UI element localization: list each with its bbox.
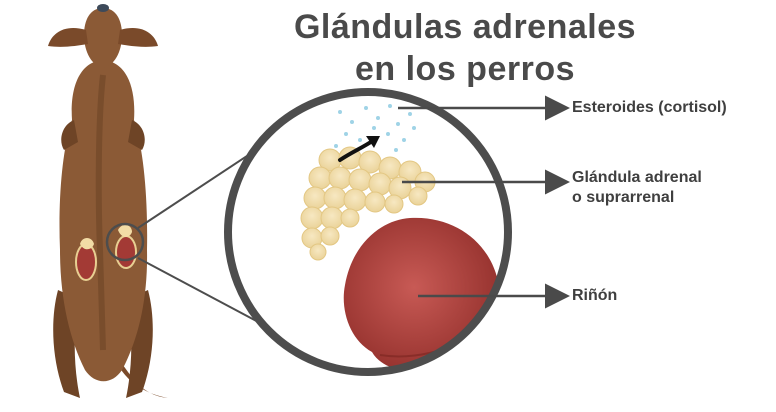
title-line-1: Glándulas adrenales <box>293 8 637 46</box>
dog-head <box>84 8 122 68</box>
dog-nose <box>97 4 109 12</box>
title-line-2: en los perros <box>354 50 575 88</box>
dog-kidney-left <box>75 243 97 281</box>
dog-spine-shading <box>95 74 106 351</box>
label-kidney: Riñón <box>572 287 618 304</box>
dog-illustration <box>48 4 168 398</box>
dog-ear-left <box>48 27 88 47</box>
label-adrenal-line-2: o suprarrenal <box>572 189 675 206</box>
dog-front-legs <box>61 120 145 150</box>
dog-ear-right <box>118 27 158 47</box>
diagram-title: Glándulas adrenales en los perros <box>250 6 680 90</box>
dog-focus-ring <box>105 222 145 262</box>
label-steroids: Esteroides (cortisol) <box>572 99 727 116</box>
secretion-arrow-head <box>366 136 380 148</box>
magnifier-ring <box>224 88 512 376</box>
label-adrenal-line-1: Glándula adrenal <box>572 169 702 186</box>
adrenal-gland-cluster <box>300 146 436 261</box>
steroid-particles <box>334 104 416 152</box>
zoom-connector-top <box>137 149 257 229</box>
dog-gland-left <box>80 238 94 250</box>
dog-body <box>59 60 148 382</box>
dog-gland-right <box>118 224 132 237</box>
label-adrenal-gland: Glándula adrenal o suprarrenal <box>572 168 702 208</box>
dog-kidney-right <box>115 235 137 269</box>
